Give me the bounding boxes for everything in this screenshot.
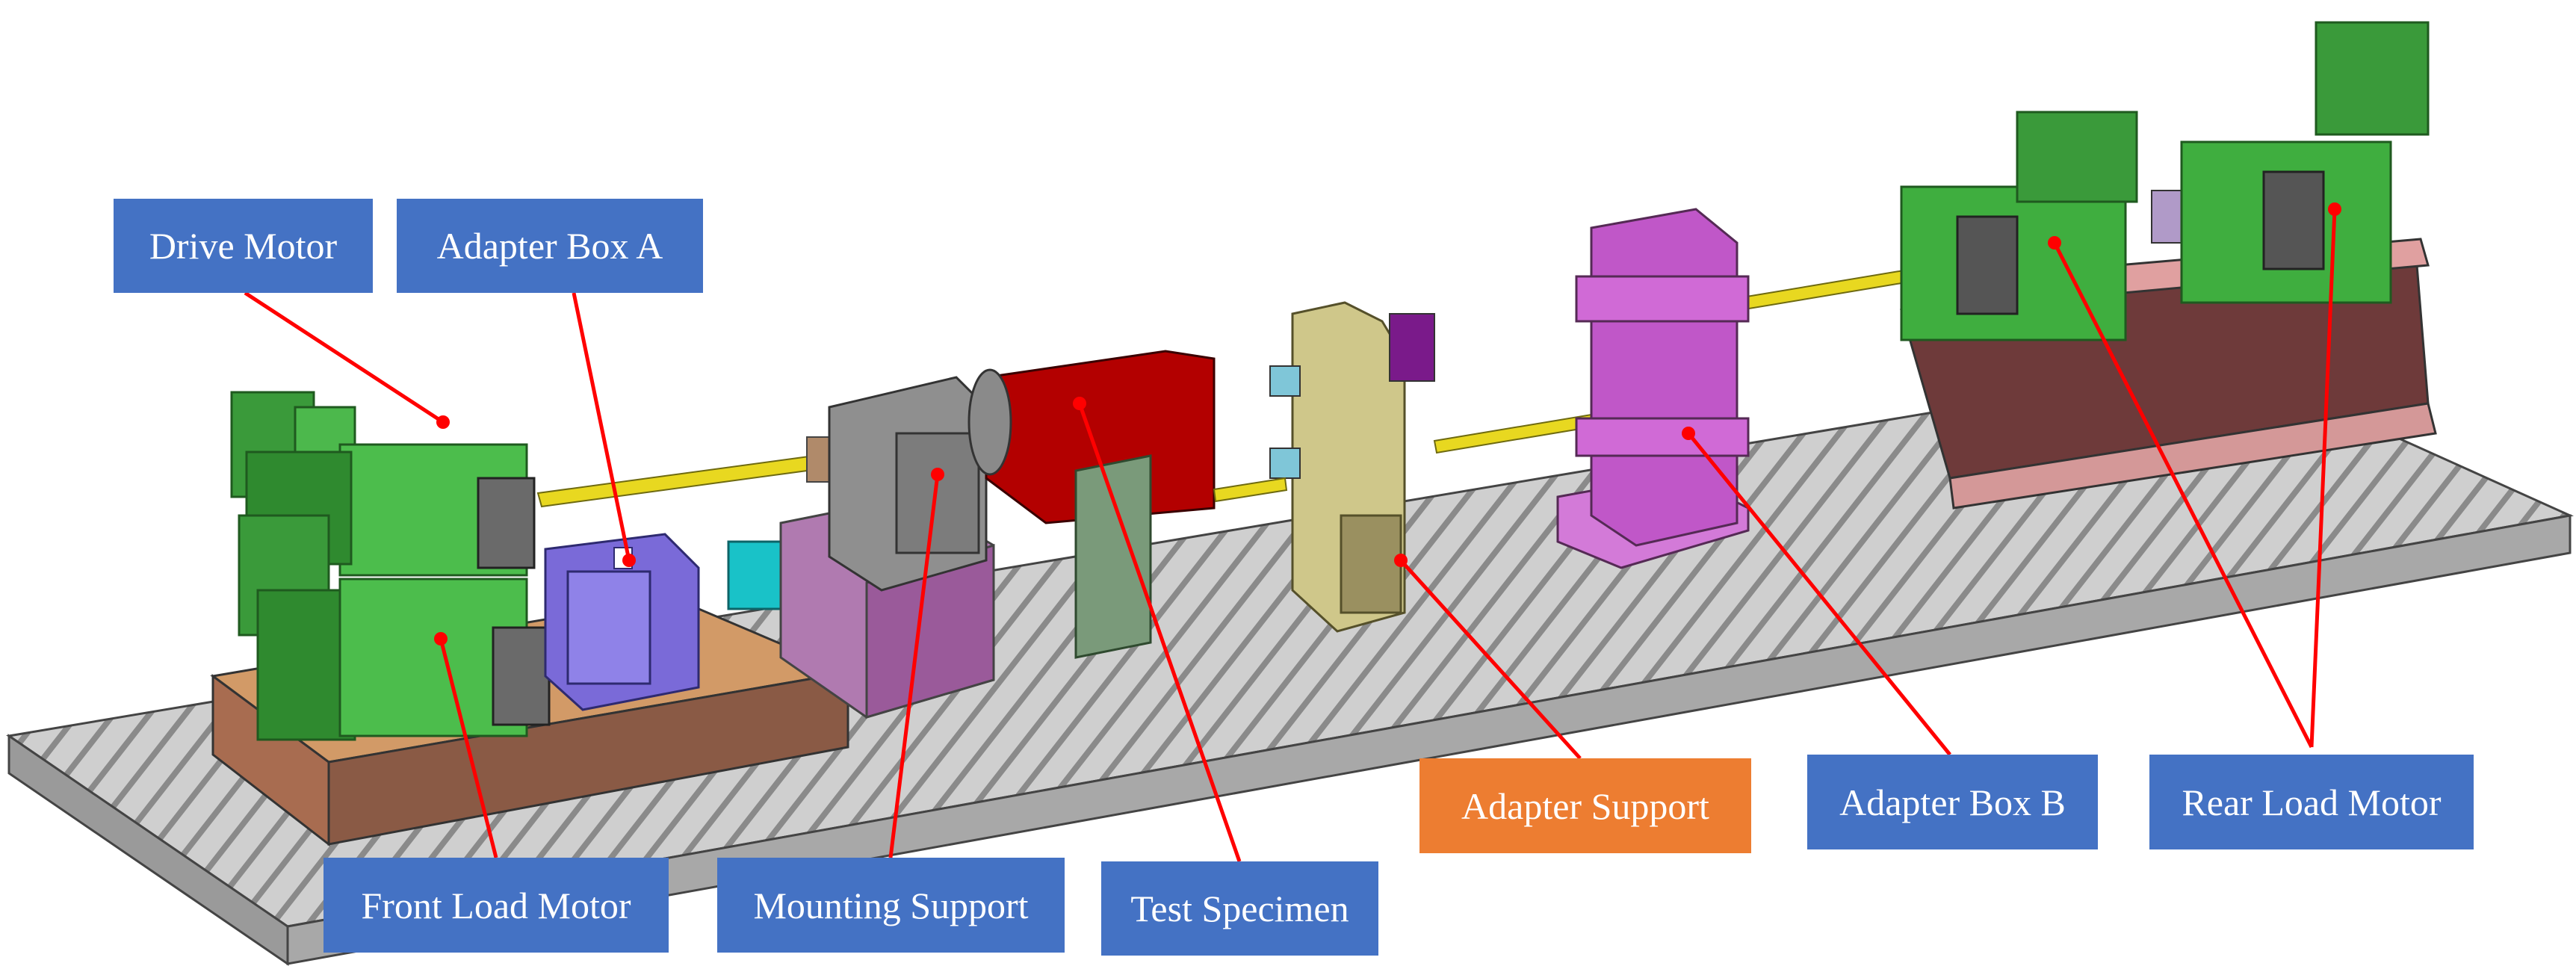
label-test-specimen: Test Specimen <box>1101 861 1378 956</box>
leader-drive-motor <box>244 291 445 424</box>
leader-mounting-support <box>888 474 940 858</box>
rear-load-motor <box>1900 21 2430 341</box>
mounting-support <box>779 376 995 719</box>
adapter-support <box>1269 301 1435 633</box>
leader-rear-load-motor-2 <box>2309 208 2337 748</box>
leader-adapter-support <box>1399 559 1582 760</box>
label-adapter-support: Adapter Support <box>1419 758 1751 853</box>
leader-adapter-box-b <box>1687 432 1951 756</box>
leader-adapter-box-a <box>572 292 631 561</box>
leader-rear-load-motor-1 <box>2052 241 2314 749</box>
label-front-load-motor: Front Load Motor <box>323 858 669 953</box>
label-adapter-box-a: Adapter Box A <box>397 199 703 293</box>
drive-motor <box>230 391 536 577</box>
leader-dots <box>434 202 2341 646</box>
label-adapter-box-b: Adapter Box B <box>1807 755 2098 849</box>
leader-test-specimen <box>1077 403 1242 862</box>
label-rear-load-motor: Rear Load Motor <box>2149 755 2474 849</box>
adapter-box-b <box>1556 208 1750 569</box>
leader-lines <box>244 208 2337 862</box>
leader-front-load-motor <box>439 638 498 858</box>
label-mounting-support: Mounting Support <box>717 858 1065 953</box>
test-specimen <box>967 350 1216 659</box>
front-load-motor <box>238 514 551 741</box>
drive-shaft <box>536 436 837 508</box>
label-drive-motor: Drive Motor <box>114 199 373 293</box>
